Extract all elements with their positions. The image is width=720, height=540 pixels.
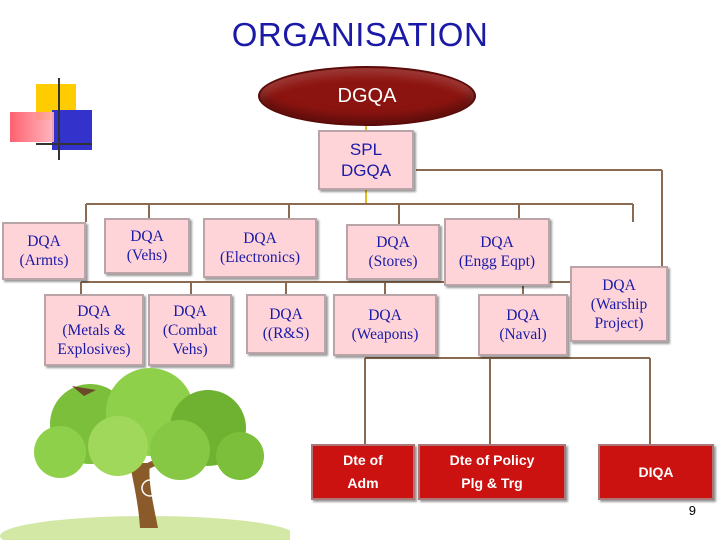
dte-policy-node: Dte of Policy Plg & Trg	[418, 444, 566, 500]
tree-illustration	[0, 368, 290, 540]
dqa-rs-node: DQA ((R&S)	[246, 294, 326, 354]
page-number: 9	[688, 503, 696, 518]
dte-policy-line1: Dte of Policy	[449, 452, 535, 468]
dqa-naval-node: DQA (Naval)	[478, 294, 568, 356]
diqa-node: DIQA	[598, 444, 714, 500]
spl-dgqa-node: SPL DGQA	[318, 130, 414, 190]
dte-adm-node: Dte of Adm	[311, 444, 415, 500]
dqa-vehs-node: DQA (Vehs)	[104, 218, 190, 274]
dqa-armts-node: DQA (Armts)	[2, 222, 86, 280]
dte-adm-line2: Adm	[347, 475, 379, 491]
dte-policy-line2: Plg & Trg	[461, 475, 523, 491]
dqa-stores-node: DQA (Stores)	[346, 224, 440, 280]
dqa-electronics-node: DQA (Electronics)	[203, 218, 317, 278]
dqa-warship-project-node: DQA (Warship Project)	[570, 266, 668, 342]
dgqa-node: DGQA	[258, 66, 476, 126]
dqa-metals-explosives-node: DQA (Metals & Explosives)	[44, 294, 144, 366]
dqa-combat-vehs-node: DQA (Combat Vehs)	[148, 294, 232, 366]
dqa-engg-eqpt-node: DQA (Engg Eqpt)	[444, 218, 550, 286]
dte-adm-line1: Dte of	[343, 452, 383, 468]
dqa-weapons-node: DQA (Weapons)	[333, 294, 437, 356]
page-title: ORGANISATION	[231, 16, 489, 53]
